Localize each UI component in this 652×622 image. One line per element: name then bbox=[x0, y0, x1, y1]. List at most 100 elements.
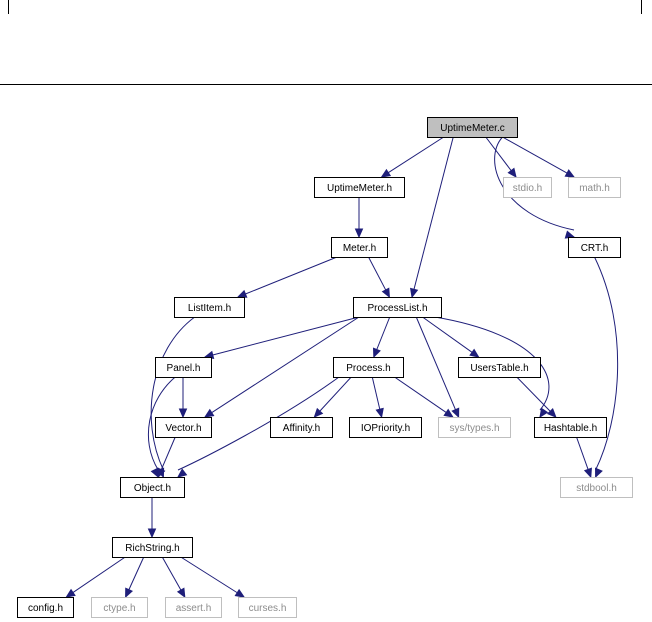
include-edge bbox=[180, 556, 239, 594]
node-userstable-h[interactable]: UsersTable.h bbox=[458, 357, 541, 378]
edge-arrowhead bbox=[234, 588, 246, 598]
node-uptimemeter-h[interactable]: UptimeMeter.h bbox=[314, 177, 405, 198]
node-label: assert.h bbox=[176, 603, 212, 614]
include-edge bbox=[415, 316, 457, 411]
edge-arrowhead bbox=[354, 228, 364, 239]
include-edge bbox=[594, 256, 619, 471]
node-box bbox=[120, 477, 185, 498]
node-label: Hashtable.h bbox=[544, 423, 597, 434]
node-label: ctype.h bbox=[103, 603, 135, 614]
node-box bbox=[331, 237, 388, 258]
edge-arrowhead bbox=[469, 348, 480, 358]
node-box bbox=[438, 417, 511, 438]
edge-arrowhead bbox=[203, 408, 215, 418]
node-box bbox=[155, 357, 212, 378]
node-box bbox=[503, 177, 552, 198]
node-box bbox=[560, 477, 633, 498]
include-edge bbox=[150, 316, 196, 471]
edge-arrowhead bbox=[236, 289, 248, 298]
node-crt-h[interactable]: CRT.h bbox=[568, 237, 621, 258]
include-edge bbox=[160, 436, 176, 471]
edge-arrowhead bbox=[176, 587, 186, 599]
node-box bbox=[458, 357, 541, 378]
node-label: Affinity.h bbox=[283, 423, 320, 434]
node-panel-h[interactable]: Panel.h bbox=[155, 357, 212, 378]
node-object-h[interactable]: Object.h bbox=[120, 477, 185, 498]
node-box bbox=[112, 537, 193, 558]
node-label: ListItem.h bbox=[188, 303, 231, 314]
node-label: UptimeMeter.h bbox=[327, 183, 392, 194]
node-stdio-h: stdio.h bbox=[503, 177, 552, 198]
node-affinity-h[interactable]: Affinity.h bbox=[270, 417, 333, 438]
node-label: CRT.h bbox=[581, 243, 609, 254]
include-edge bbox=[422, 316, 474, 354]
node-process-h[interactable]: Process.h bbox=[333, 357, 404, 378]
include-edge bbox=[516, 376, 552, 413]
edge-arrowhead bbox=[65, 588, 76, 598]
include-edge bbox=[387, 136, 445, 174]
include-edge bbox=[177, 376, 340, 471]
include-edge bbox=[244, 256, 338, 295]
include-edge bbox=[371, 376, 381, 411]
edge-arrowhead bbox=[564, 169, 576, 178]
node-richstring-h[interactable]: RichString.h bbox=[112, 537, 193, 558]
node-box bbox=[238, 597, 297, 618]
node-box bbox=[427, 117, 518, 138]
edge-arrowhead bbox=[313, 407, 324, 418]
node-label: ProcessList.h bbox=[367, 303, 427, 314]
include-edge bbox=[375, 316, 391, 351]
right-edge-mark bbox=[641, 0, 642, 14]
node-processlist-h[interactable]: ProcessList.h bbox=[353, 297, 442, 318]
edge-arrowhead bbox=[375, 407, 384, 419]
left-edge-mark bbox=[8, 0, 9, 14]
node-label: Vector.h bbox=[165, 423, 201, 434]
node-label: math.h bbox=[579, 183, 610, 194]
edge-arrowhead bbox=[125, 587, 133, 599]
node-math-h: math.h bbox=[568, 177, 621, 198]
node-label: sys/types.h bbox=[449, 423, 499, 434]
edge-arrowhead bbox=[443, 408, 454, 418]
node-box bbox=[333, 357, 404, 378]
node-label: curses.h bbox=[249, 603, 287, 614]
edge-arrowhead bbox=[177, 468, 188, 478]
node-box bbox=[165, 597, 222, 618]
edge-arrowhead bbox=[507, 167, 517, 178]
node-box bbox=[568, 177, 621, 198]
node-box bbox=[91, 597, 148, 618]
include-edge bbox=[318, 376, 352, 413]
include-edge bbox=[502, 136, 569, 175]
edge-arrowhead bbox=[157, 467, 166, 479]
node-label: stdbool.h bbox=[576, 483, 617, 494]
edge-arrowhead bbox=[150, 467, 159, 479]
edge-arrowhead bbox=[583, 467, 592, 479]
include-edge bbox=[128, 556, 145, 591]
include-edge bbox=[161, 556, 182, 592]
include-edge bbox=[394, 376, 448, 414]
node-label: UptimeMeter.c bbox=[440, 123, 504, 134]
node-label: stdio.h bbox=[513, 183, 542, 194]
include-edge bbox=[413, 136, 454, 291]
node-uptimemeter-c[interactable]: UptimeMeter.c bbox=[427, 117, 518, 138]
header-divider bbox=[0, 84, 652, 85]
node-listitem-h[interactable]: ListItem.h bbox=[174, 297, 245, 318]
node-iopriority-h[interactable]: IOPriority.h bbox=[349, 417, 422, 438]
node-label: Process.h bbox=[346, 363, 390, 374]
node-label: config.h bbox=[28, 603, 63, 614]
node-label: RichString.h bbox=[125, 543, 179, 554]
include-edge bbox=[147, 376, 176, 471]
edge-arrowhead bbox=[451, 407, 460, 419]
node-box bbox=[155, 417, 212, 438]
node-vector-h[interactable]: Vector.h bbox=[155, 417, 212, 438]
node-config-h[interactable]: config.h bbox=[17, 597, 74, 618]
edge-arrowhead bbox=[539, 407, 549, 419]
node-hashtable-h[interactable]: Hashtable.h bbox=[534, 417, 607, 438]
edge-arrowhead bbox=[409, 287, 419, 299]
include-edge bbox=[576, 436, 589, 471]
node-box bbox=[174, 297, 245, 318]
node-box bbox=[17, 597, 74, 618]
include-edge bbox=[368, 256, 387, 292]
edge-arrowhead bbox=[546, 407, 557, 418]
node-meter-h[interactable]: Meter.h bbox=[331, 237, 388, 258]
